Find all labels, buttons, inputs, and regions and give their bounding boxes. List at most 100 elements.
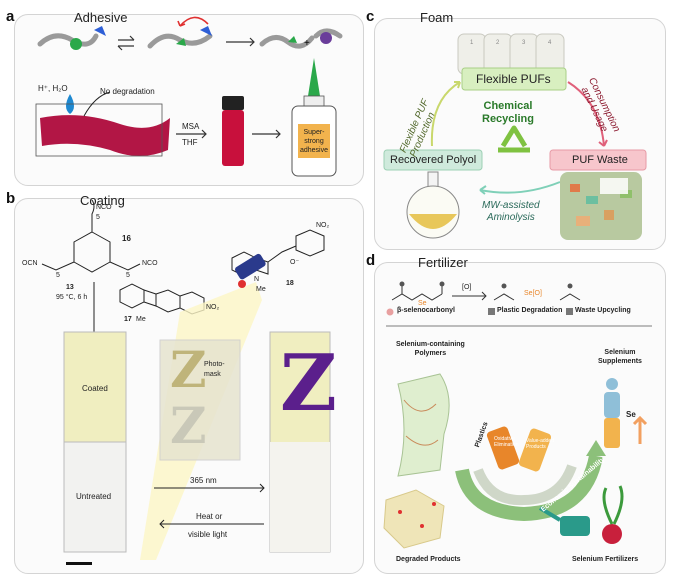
bottle-label-box	[298, 124, 330, 158]
reagent-label: H⁺, H₂O	[38, 84, 68, 93]
z-letter-mask-top: Z	[170, 340, 207, 399]
value-added-box	[518, 428, 552, 472]
mw-aminolysis-label: MW-assisted Aminolysis	[482, 200, 540, 223]
human-figure-icon	[606, 378, 618, 390]
thf-label: THF	[182, 138, 198, 147]
se-supplements-label: Selenium Supplements	[598, 349, 642, 365]
puf-waste-box	[549, 149, 647, 171]
nco-right-label: NCO	[142, 260, 158, 267]
green-ball-icon	[70, 38, 82, 50]
cup-number-4: 4	[548, 40, 552, 46]
recycle-icon	[498, 125, 530, 153]
no-degradation-label: No degradation	[100, 87, 155, 96]
panel-c-title: Foam	[420, 10, 454, 25]
panel-d-title: Fertilizer	[418, 255, 468, 270]
coated-label: Coated	[82, 384, 108, 393]
recovered-polyol-box	[383, 149, 483, 171]
red-tape-strip	[40, 115, 170, 156]
nco-top-label: NCO	[96, 204, 112, 211]
flexible-pufs-box	[461, 67, 567, 91]
ocn-left-label: OCN	[22, 260, 38, 267]
red-vial	[222, 110, 244, 166]
round-bottom-flask	[406, 185, 460, 239]
degraded-fragments	[383, 489, 445, 549]
cmpd-18-label: 18	[286, 280, 294, 287]
bottle-label: Super-strong adhesive	[299, 129, 329, 154]
panel-a-title: Adhesive	[74, 10, 128, 25]
puf-waste-label: PUF Waste	[572, 154, 628, 166]
bottle-nozzle	[308, 58, 320, 96]
heat-arrow	[159, 519, 264, 529]
blue-tag-icon	[94, 26, 106, 36]
radish-icon	[602, 524, 622, 544]
me-label-17: Me	[136, 316, 146, 323]
untreated-slide	[63, 441, 127, 553]
plastic-degradation-label: Plastic Degradation	[497, 307, 563, 314]
vial-cap	[222, 96, 244, 110]
sub5-left: 5	[56, 272, 60, 279]
cup-number-1: 1	[470, 40, 474, 46]
se-atom-label: Se	[418, 300, 427, 307]
scale-bar	[66, 562, 92, 565]
coated-slide	[63, 331, 127, 443]
oxidative-box	[486, 426, 520, 470]
recovered-polyol-label: Recovered Polyol	[390, 154, 477, 166]
z-letter-mask-bottom: Z	[170, 396, 207, 455]
plastic-degradation-marker	[488, 308, 495, 315]
photomask	[159, 339, 241, 461]
aminolysis-arrow	[479, 181, 561, 194]
svg-text:+: +	[304, 38, 310, 49]
cup-number-2: 2	[496, 40, 500, 46]
panel-d-letter: d	[366, 252, 376, 269]
consumption-arrow	[567, 81, 605, 147]
panel-c-letter: c	[366, 8, 375, 25]
z-letter-violet: Z	[280, 338, 337, 429]
no2-label-18: NO₂	[316, 222, 330, 229]
visible-light-label: visible light	[188, 530, 228, 539]
flashlight-icon	[235, 253, 266, 280]
production-arrow	[430, 81, 461, 147]
se-arrow-label: Se	[626, 410, 636, 419]
cmpd-13-label: 13	[66, 284, 74, 291]
heat-label: Heat or	[196, 512, 223, 521]
cmpd-17-label: 17	[124, 316, 132, 323]
polymer-block	[397, 373, 450, 477]
chemical-recycling-label: Chemical Recycling	[482, 100, 534, 125]
panel-b-letter: b	[6, 190, 16, 207]
degraded-products-label: Degraded Products	[396, 556, 461, 563]
o-minus-label: O⁻	[290, 259, 300, 266]
me-label-18: Me	[256, 286, 266, 293]
isocyanurate-ring	[73, 231, 111, 273]
sub5-top: 5	[96, 214, 100, 221]
se-polymers-label: Selenium-containing Polymers	[396, 341, 465, 357]
msa-label: MSA	[182, 122, 200, 131]
uv-label: 365 nm	[190, 476, 217, 485]
value-added-label: Value-added Products	[526, 438, 554, 450]
purple-ball-icon	[320, 32, 332, 44]
cmpd-16-label: 16	[122, 234, 131, 243]
untreated-label: Untreated	[76, 492, 112, 501]
se-o-label: Se[O]	[524, 290, 542, 297]
watering-can-icon	[560, 516, 590, 536]
selenocarbonyl-dot	[386, 308, 394, 316]
oxidative-label: Oxidative Elimination	[494, 436, 519, 448]
panel-b-title: Coating	[80, 193, 125, 208]
photomask-label: Photo- mask	[204, 361, 225, 378]
waste-upcycling-marker	[566, 308, 573, 315]
conditions-label: 95 °C, 6 h	[56, 294, 88, 301]
sub5-right: 5	[126, 272, 130, 279]
flexible-pufs-label: Flexible PUFs	[476, 72, 551, 86]
cup-number-3: 3	[522, 40, 526, 46]
waste-upcycling-label: Waste Upcycling	[575, 307, 631, 314]
selenocarbonyl-label: β-selenocarbonyl	[397, 307, 455, 314]
uv-arrow	[154, 483, 265, 493]
no2-label-17: NO₂	[206, 304, 220, 311]
se-fertilizers-label: Selenium Fertilizers	[572, 556, 639, 563]
oxidant-label: [O]	[462, 284, 472, 291]
se-up-arrow	[632, 415, 648, 444]
n-plus-label: N	[254, 276, 260, 283]
